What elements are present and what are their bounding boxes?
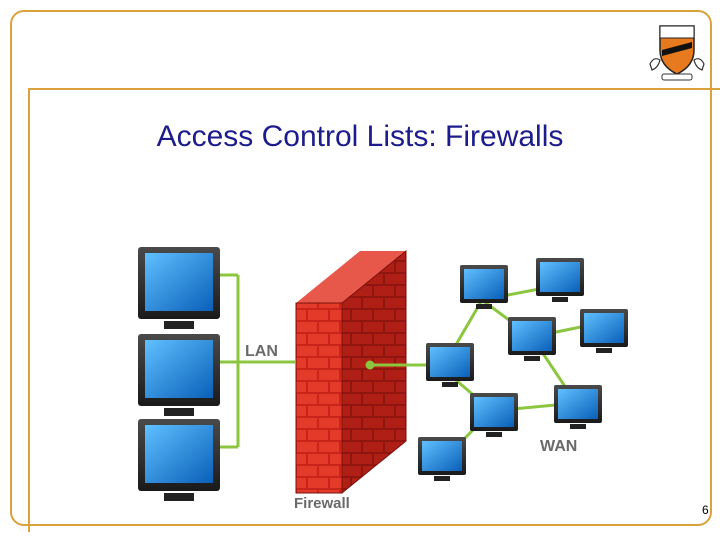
firewall-label: Firewall <box>294 495 350 512</box>
lan-computer <box>138 247 220 329</box>
wan-computer <box>426 343 474 387</box>
wan-computer <box>580 309 628 353</box>
wan-computer <box>460 265 508 309</box>
slide-frame <box>10 10 712 526</box>
wan-computer <box>554 385 602 429</box>
lan-computer <box>138 334 220 416</box>
page-number: 6 <box>702 503 709 517</box>
lan-links <box>220 273 295 449</box>
content-frame <box>28 88 720 532</box>
wan-label: WAN <box>540 438 577 455</box>
firewall-wall <box>295 249 407 495</box>
lan-label: LAN <box>245 343 278 360</box>
university-shield-logo <box>649 25 705 81</box>
wan-computer <box>418 437 466 481</box>
wan-computer <box>536 258 584 302</box>
firewall-network-diagram: LAN <box>138 247 628 512</box>
lan-computer <box>138 419 220 501</box>
wan-computer <box>470 393 518 437</box>
slide-title: Access Control Lists: Firewalls <box>156 120 564 153</box>
wan-computer <box>508 317 556 361</box>
